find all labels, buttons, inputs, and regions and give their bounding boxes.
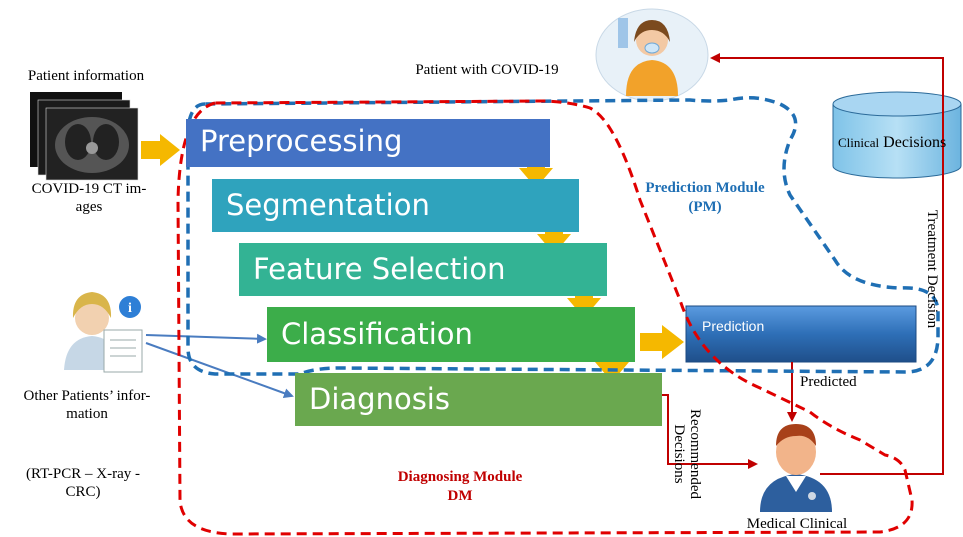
covid-patient-label: Patient with COVID-19 [415,62,559,78]
other-tests-line2: CRC) [65,484,101,500]
svg-text:i: i [128,301,132,316]
other-patients-line2: mation [66,406,108,422]
diagnosis-step: Diagnosis [295,373,662,426]
clinical-database-icon [832,91,962,179]
other-to-diagnosis-arrow [145,342,294,398]
pm-line2: (PM) [688,199,722,215]
treatment-feedback-arrow [710,53,944,475]
predicted-label: Predicted [800,374,857,390]
other-tests-label: (RT-PCR – X-ray - CRC) [8,465,158,501]
clinical-small: Clinical [838,135,880,150]
ct-label-line2: ages [75,199,103,215]
dm-line1: Diagnosing Module [397,469,523,485]
prediction-label: Prediction [702,318,765,334]
segmentation-step: Segmentation [212,179,579,232]
ct-images-label: COVID-19 CT im- ages [14,180,164,216]
clinical-decisions-label: Clinical Decisions [838,134,946,152]
prediction-module-boundary [186,96,940,376]
recommended-decisions-arrow [660,394,758,469]
covid-patient-icon [595,8,709,102]
other-patients-line1: Other Patients’ infor- [23,388,151,404]
diagnosing-module-boundary [176,99,914,536]
other-to-classification-arrow [145,333,267,344]
prediction-box [685,305,917,363]
input-arrow [141,134,180,166]
other-patients-label: Other Patients’ infor- mation [2,387,172,423]
recommended-line1: Recommended [687,409,703,499]
decisions-large: Decisions [883,134,947,151]
treatment-decision-label: Treatment Decision [924,209,940,329]
recommended-decisions-label: Recommended Decisions [671,399,703,509]
ct-images-icon [30,92,139,181]
diagnosing-module-title: Diagnosing Module DM [375,468,545,506]
recommended-line2: Decisions [671,424,687,484]
ct-label-line1: COVID-19 CT im- [31,181,147,197]
patient-information-label: Patient information [27,68,145,84]
other-tests-line1: (RT-PCR – X-ray - [26,466,140,482]
prediction-module-title: Prediction Module (PM) [630,179,780,217]
medical-clinical-label: Medical Clinical [746,516,848,532]
medical-clinical-icon [760,424,832,512]
feature-selection-step: Feature Selection [239,243,607,296]
classification-step: Classification [267,307,635,362]
other-patients-icon: i [64,292,143,373]
pm-line1: Prediction Module [645,180,765,196]
preprocessing-step: Preprocessing [186,119,550,167]
dm-line2: DM [447,488,473,504]
